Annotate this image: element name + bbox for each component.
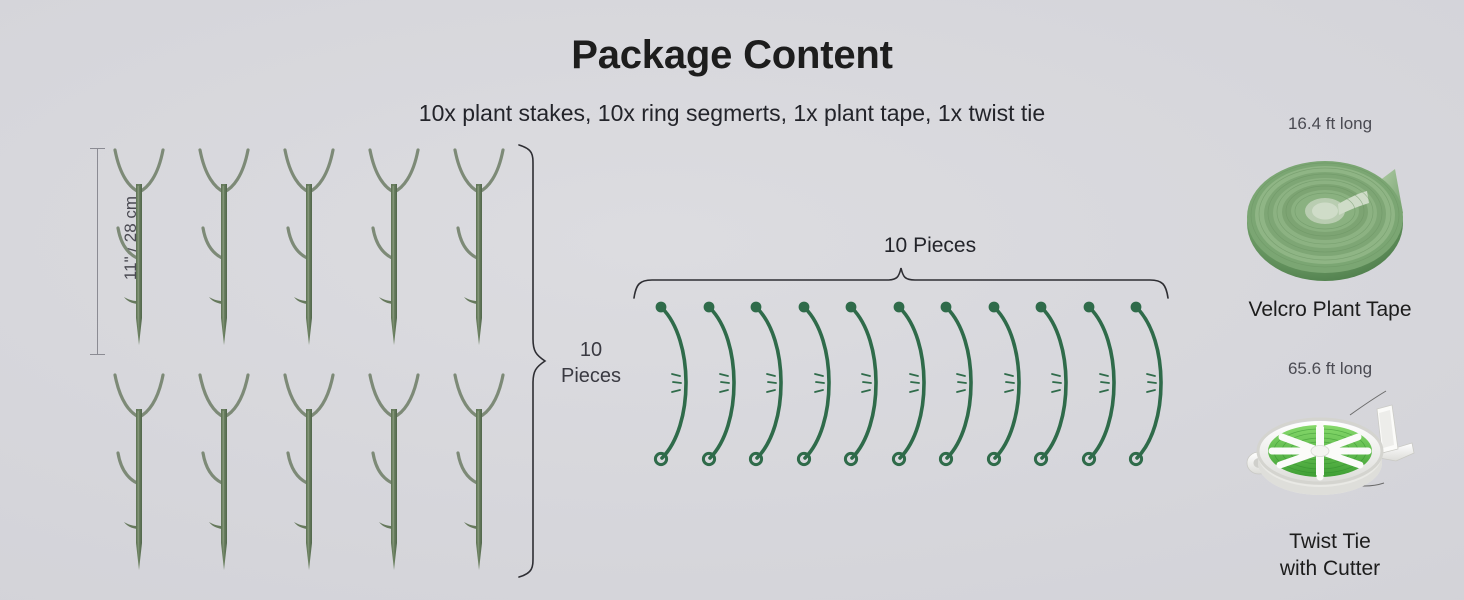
ring-segment-icon bbox=[796, 301, 831, 467]
plant-stake-icon bbox=[453, 148, 505, 345]
ring-segment bbox=[791, 296, 857, 471]
ring-segments-group bbox=[648, 296, 1178, 471]
plant-stake bbox=[96, 365, 182, 580]
plant-stake bbox=[436, 365, 522, 580]
stake-height-dimension-line: 11" / 28 cm bbox=[90, 148, 140, 355]
ring-segment-icon bbox=[843, 301, 878, 467]
ring-segment bbox=[981, 296, 1047, 471]
ring-segment bbox=[743, 296, 809, 471]
tape-caption: Velcro Plant Tape bbox=[1248, 298, 1412, 321]
ring-segment bbox=[1123, 296, 1189, 471]
stakes-quantity-label: 10 Pieces bbox=[548, 337, 634, 389]
ring-segment-icon bbox=[938, 301, 973, 467]
rings-quantity-label: 10 Pieces bbox=[883, 234, 977, 257]
stakes-quantity-number: 10 bbox=[579, 339, 603, 361]
ring-segment bbox=[696, 296, 762, 471]
plant-stake bbox=[266, 140, 352, 355]
plant-stake bbox=[181, 140, 267, 355]
plant-stakes-group bbox=[96, 140, 505, 580]
ring-segment-icon bbox=[748, 301, 783, 467]
ring-segment bbox=[838, 296, 904, 471]
ring-segment bbox=[1028, 296, 1094, 471]
ring-segment-icon bbox=[986, 301, 1021, 467]
stake-row bbox=[96, 140, 505, 355]
plant-stake-icon bbox=[368, 148, 420, 345]
plant-stake bbox=[351, 140, 437, 355]
plant-stake bbox=[181, 365, 267, 580]
plant-stake bbox=[351, 365, 437, 580]
ring-segment-icon bbox=[1128, 301, 1163, 467]
plant-stake-icon bbox=[113, 148, 165, 345]
tape-length-label: 16.4 ft long bbox=[1287, 114, 1373, 133]
twist-tie-spool-image bbox=[1246, 390, 1415, 495]
plant-stake-icon bbox=[368, 373, 420, 570]
twist-tie-caption-line1: Twist Tie bbox=[1289, 530, 1371, 553]
ring-segment-icon bbox=[891, 301, 926, 467]
ring-segment bbox=[1076, 296, 1142, 471]
ring-segment-icon bbox=[653, 301, 688, 467]
plant-stake-icon bbox=[453, 373, 505, 570]
stake-row bbox=[96, 365, 505, 580]
stakes-quantity-unit: Pieces bbox=[560, 365, 622, 387]
plant-stake bbox=[96, 140, 182, 355]
plant-stake-icon bbox=[198, 373, 250, 570]
ring-segment bbox=[648, 296, 714, 471]
ring-segment-icon bbox=[701, 301, 736, 467]
velcro-plant-tape-image bbox=[1247, 161, 1403, 281]
ring-segment bbox=[886, 296, 952, 471]
plant-stake-icon bbox=[198, 148, 250, 345]
plant-stake-icon bbox=[283, 373, 335, 570]
ring-segment-icon bbox=[1081, 301, 1116, 467]
rings-quantity-brace bbox=[633, 267, 1169, 299]
twist-tie-caption-line2: with Cutter bbox=[1279, 557, 1381, 580]
stakes-quantity-brace bbox=[518, 144, 547, 578]
page-title: Package Content bbox=[571, 33, 893, 77]
plant-stake bbox=[436, 140, 522, 355]
twist-tie-caption: Twist Tie with Cutter bbox=[1200, 528, 1460, 582]
ring-segment-icon bbox=[1033, 301, 1068, 467]
ring-segment bbox=[933, 296, 999, 471]
plant-stake-icon bbox=[283, 148, 335, 345]
twist-tie-length-label: 65.6 ft long bbox=[1287, 359, 1373, 378]
page-subtitle: 10x plant stakes, 10x ring segmerts, 1x … bbox=[418, 100, 1046, 126]
plant-stake-icon bbox=[113, 373, 165, 570]
plant-stake bbox=[266, 365, 352, 580]
